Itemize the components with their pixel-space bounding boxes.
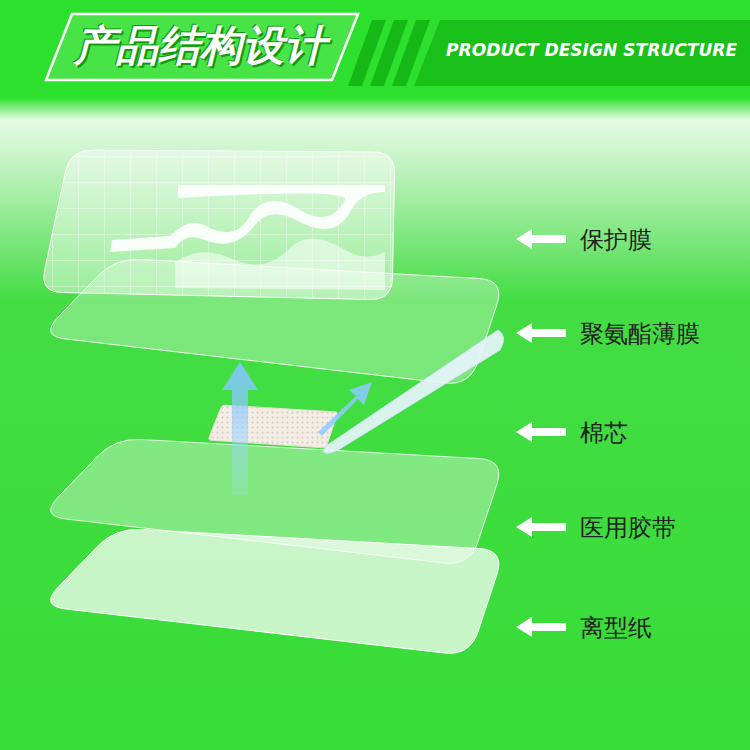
film-grid bbox=[44, 150, 395, 299]
pointer-arrow bbox=[516, 422, 566, 442]
layer-label: 聚氨酯薄膜 bbox=[580, 318, 700, 350]
medical-tape-layer bbox=[51, 439, 499, 563]
header-band bbox=[414, 20, 750, 86]
film-wave-band bbox=[175, 238, 385, 290]
layer-label: 离型纸 bbox=[580, 612, 652, 644]
layer-label: 保护膜 bbox=[580, 224, 652, 256]
layer-label: 棉芯 bbox=[580, 417, 628, 449]
pointer-arrow bbox=[516, 617, 566, 637]
cotton-core bbox=[209, 405, 337, 448]
film-wave-band bbox=[110, 185, 385, 252]
protective-film-layer bbox=[44, 150, 395, 299]
title: 产品结构设计 bbox=[74, 18, 326, 74]
layer-label: 医用胶带 bbox=[580, 512, 676, 544]
pointer-arrow bbox=[516, 229, 566, 249]
header-subtitle: PRODUCT DESIGN STRUCTURE bbox=[446, 40, 737, 60]
pointer-arrow bbox=[516, 517, 566, 537]
film-curl bbox=[324, 330, 504, 453]
pointer-arrow bbox=[516, 323, 566, 343]
flow-arrow bbox=[222, 362, 258, 495]
title-frame bbox=[46, 14, 358, 80]
